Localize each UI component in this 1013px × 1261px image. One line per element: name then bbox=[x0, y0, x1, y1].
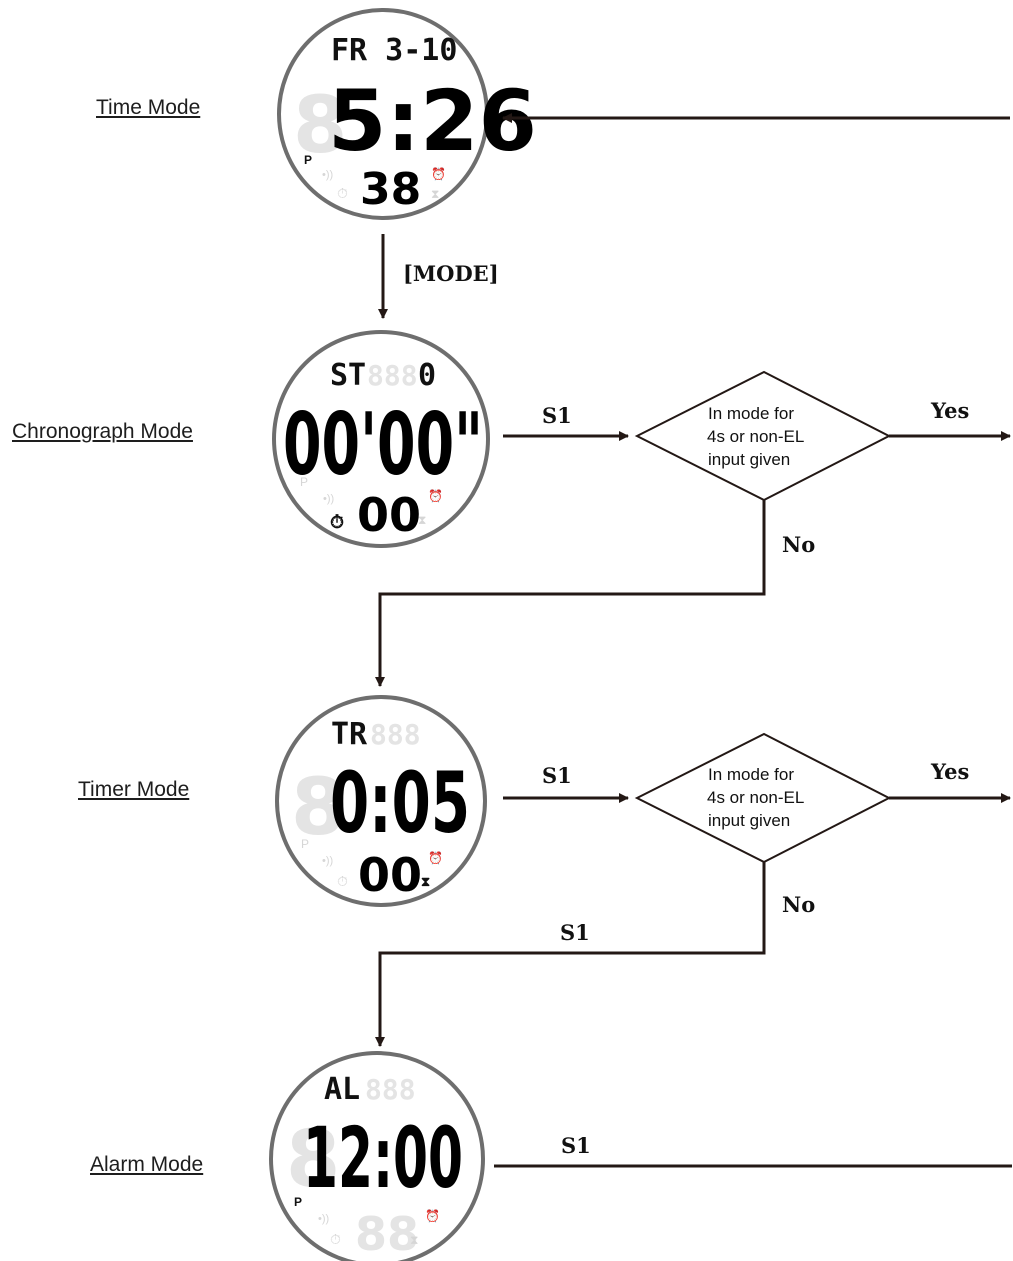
decision-diamond-2: In mode for 4s or non-EL input given bbox=[634, 732, 892, 864]
alarm-clock-icon: ⏰ bbox=[425, 1208, 440, 1223]
alarm-clock-icon: ⏰ bbox=[431, 166, 446, 181]
ghost-digit: 8 bbox=[293, 81, 347, 171]
decision-text-line: In mode for bbox=[708, 765, 794, 784]
chrono-main-readout: 00'00" bbox=[283, 395, 483, 495]
ghost-digits: 888 bbox=[367, 359, 418, 392]
decision-text-line: 4s or non-EL bbox=[707, 788, 804, 807]
timer-sub-readout: 00 bbox=[358, 848, 422, 902]
decision-diamond-1: In mode for 4s or non-EL input given bbox=[634, 370, 892, 502]
time-mode-watch: 8 FR 3-10 5:26 P •)) ⏰ ⏱ ⧗ 38 bbox=[277, 8, 537, 220]
alarm-mode-watch: AL 888 8 12:00 P •)) ⏰ ⏱ 88 ⧗ bbox=[269, 1051, 485, 1261]
alarm-main-readout: 12:00 bbox=[303, 1109, 463, 1207]
ghost-digits: 888 bbox=[370, 718, 421, 751]
stopwatch-icon: ⏱ bbox=[337, 185, 348, 201]
decision-text-line: input given bbox=[708, 450, 790, 469]
timer-mode-label: Timer Mode bbox=[78, 778, 190, 801]
stopwatch-icon: ⏱ bbox=[337, 873, 348, 889]
ghost-digit: 8 bbox=[286, 1115, 340, 1205]
decision-text-line: input given bbox=[708, 811, 790, 830]
sound-icon: •)) bbox=[322, 169, 333, 181]
alarm-mode-label: Alarm Mode bbox=[90, 1153, 204, 1176]
alarm-clock-icon: ⏰ bbox=[428, 850, 443, 865]
s1-label: S1 bbox=[560, 920, 590, 945]
time-main-readout: 5:26 bbox=[328, 72, 537, 170]
ghost-digits: 888 bbox=[365, 1073, 416, 1106]
alarm-clock-icon: ⏰ bbox=[428, 488, 443, 503]
timer-mode-watch: TR 888 8 0:05 P •)) ⏰ ⏱ ⧗ 00 bbox=[275, 695, 487, 907]
s1-label: S1 bbox=[542, 403, 572, 428]
hourglass-icon: ⧗ bbox=[431, 187, 439, 201]
yes-label: Yes bbox=[930, 759, 969, 784]
time-seconds-readout: 38 bbox=[360, 164, 421, 215]
no-label: No bbox=[782, 532, 815, 557]
time-date-readout: FR 3-10 bbox=[331, 33, 457, 68]
s1-label: S1 bbox=[561, 1133, 591, 1158]
hourglass-icon: ⧗ bbox=[410, 1233, 418, 1247]
stopwatch-icon: ⏱ bbox=[330, 1231, 341, 1247]
no-arrow bbox=[375, 500, 766, 687]
chronograph-mode-label: Chronograph Mode bbox=[12, 420, 193, 443]
pm-indicator-off: P bbox=[301, 837, 309, 851]
ghost-digit: 8 bbox=[291, 763, 345, 853]
timer-mode-code: TR bbox=[331, 717, 368, 752]
no-arrow bbox=[375, 862, 766, 1047]
stopwatch-icon: ⏱ bbox=[330, 512, 344, 532]
chrono-mode-code: ST bbox=[330, 358, 366, 393]
chronograph-mode-watch: ST 888 0 00'00" P •)) ⏰ ⏱ ⧗ 00 bbox=[272, 330, 490, 548]
decision-text-line: In mode for bbox=[708, 404, 794, 423]
time-mode-label: Time Mode bbox=[96, 96, 201, 119]
yes-label: Yes bbox=[930, 398, 969, 423]
timer-main-readout: 0:05 bbox=[330, 754, 470, 852]
pm-indicator: P bbox=[294, 1195, 302, 1209]
chrono-sub-readout: 00 bbox=[357, 488, 421, 542]
ghost-digits: 88 bbox=[355, 1207, 419, 1261]
pm-indicator: P bbox=[304, 153, 312, 167]
alarm-mode-code: AL bbox=[324, 1072, 360, 1107]
decision-text-line: 4s or non-EL bbox=[707, 427, 804, 446]
hourglass-icon: ⧗ bbox=[421, 874, 430, 889]
hourglass-icon: ⧗ bbox=[418, 513, 426, 527]
chrono-lap-count: 0 bbox=[418, 358, 436, 393]
pm-indicator-off: P bbox=[300, 475, 308, 489]
no-label: No bbox=[782, 892, 815, 917]
sound-icon: •)) bbox=[323, 493, 334, 505]
sound-icon: •)) bbox=[322, 855, 333, 867]
s1-label: S1 bbox=[542, 763, 572, 788]
mode-button-label: [MODE] bbox=[403, 261, 499, 286]
sound-icon: •)) bbox=[318, 1213, 329, 1225]
